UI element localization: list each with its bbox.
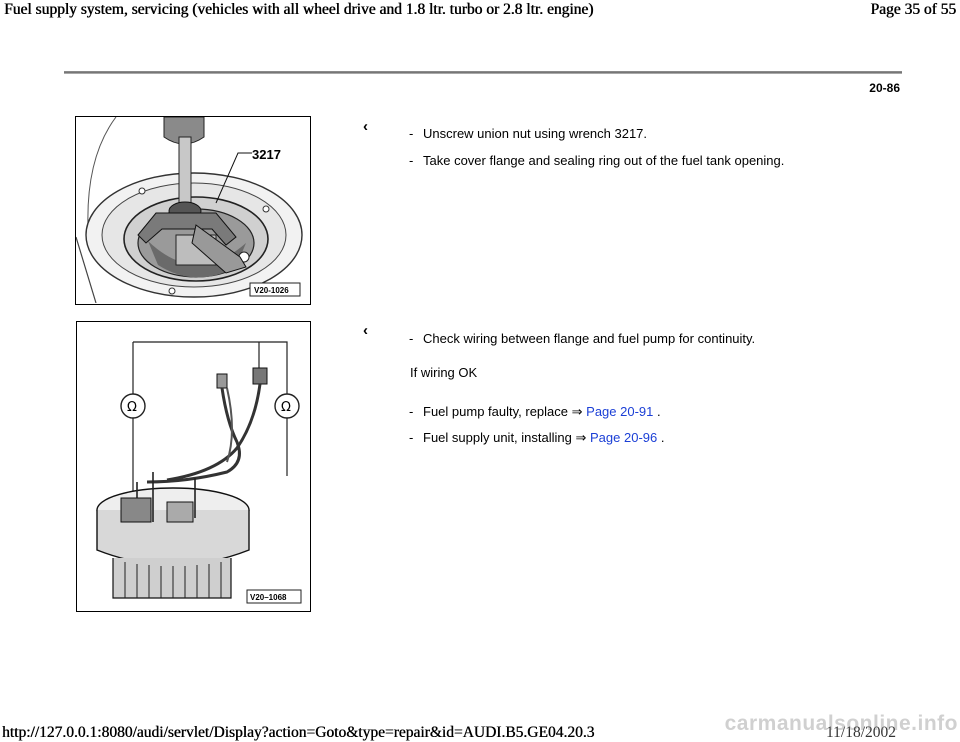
reference-arrow-icon: ⇒ (571, 404, 583, 419)
document-title: Fuel supply system, servicing (vehicles … (4, 1, 594, 18)
step-text: Fuel pump faulty, replace (423, 404, 568, 419)
step-dash: - (409, 404, 414, 419)
reference-arrow-icon: ⇒ (575, 430, 587, 445)
figure-code-1: V20-1026 (254, 286, 289, 295)
site-watermark: carmanualsonline.info (724, 712, 958, 735)
condition-text: If wiring OK (410, 365, 478, 380)
tool-number-label: 3217 (252, 147, 281, 162)
figure-code-2: V20–1068 (250, 593, 287, 602)
step-unscrew: -Unscrew union nut using wrench 3217. (409, 126, 647, 141)
step-text: Unscrew union nut using wrench 3217. (423, 126, 648, 141)
step-text: Fuel supply unit, installing (423, 430, 572, 445)
wrench-illustration: 3217 V20-1026 (76, 117, 303, 303)
wrench-figure: 3217 V20-1026 (75, 116, 311, 305)
page-counter: Page 35 of 55 (870, 1, 956, 18)
wiring-figure: Ω Ω V20–1068 (76, 321, 311, 612)
step-remove-flange: -Take cover flange and sealing ring out … (409, 153, 784, 168)
step-dash: - (409, 153, 414, 168)
footer-date: 11/18/2002 (826, 724, 897, 741)
step-check-wiring: -Check wiring between flange and fuel pu… (409, 331, 755, 346)
ohmmeter-symbol-left: Ω (127, 400, 137, 415)
manual-page-number: 20-86 (869, 81, 900, 95)
header-divider (64, 71, 902, 74)
step-dash: - (409, 126, 414, 141)
step-dash: - (409, 331, 414, 346)
footer-url: http://127.0.0.1:8080/audi/servlet/Displ… (2, 724, 595, 741)
step-fuel-supply-install: -Fuel supply unit, installing ⇒ Page 20-… (409, 430, 665, 446)
pointer-arrow-1: ‹ (363, 118, 368, 135)
step-period: . (657, 404, 661, 419)
link-page-20-96[interactable]: Page 20-96 (590, 430, 658, 445)
step-text: Take cover flange and sealing ring out o… (423, 153, 785, 168)
step-text: Check wiring between flange and fuel pum… (423, 331, 756, 346)
step-fuel-pump-faulty: -Fuel pump faulty, replace ⇒ Page 20-91 … (409, 404, 661, 420)
step-dash: - (409, 430, 414, 445)
wiring-illustration: Ω Ω V20–1068 (96, 341, 302, 604)
ohmmeter-symbol-right: Ω (281, 400, 291, 415)
pointer-arrow-2: ‹ (363, 322, 368, 339)
link-page-20-91[interactable]: Page 20-91 (586, 404, 654, 419)
step-period: . (660, 430, 665, 445)
